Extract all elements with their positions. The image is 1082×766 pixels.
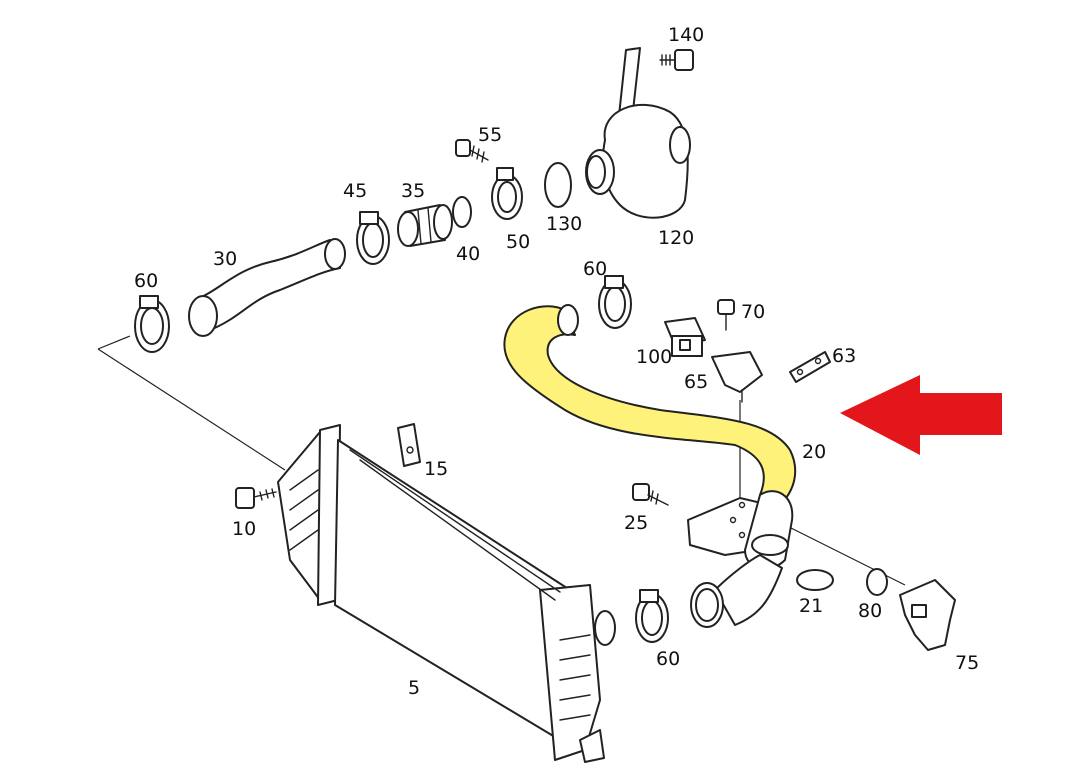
part-20-hose-highlighted: [503, 304, 797, 506]
label-70: 70: [741, 301, 765, 323]
part-35-connector: [397, 204, 453, 247]
label-40: 40: [456, 243, 480, 265]
red-arrow-indicator: [840, 375, 1002, 455]
leader-lines: [97, 335, 906, 586]
part-63-bracket: [789, 351, 831, 383]
label-75: 75: [955, 652, 979, 674]
label-55: 55: [478, 124, 502, 146]
label-63: 63: [832, 345, 856, 367]
label-25: 25: [624, 512, 648, 534]
callout-labels: 140 55 45 35 40 50 130 120 30 60 60 70 1…: [134, 24, 979, 699]
label-120: 120: [658, 227, 694, 249]
part-5-intercooler: [277, 424, 616, 763]
label-80: 80: [858, 600, 882, 622]
part-80-ring: [866, 568, 888, 596]
part-50-clamp: [491, 167, 523, 220]
part-70-bolt: [717, 299, 735, 331]
label-15: 15: [424, 458, 448, 480]
elbow-outlet-pipe: [690, 554, 783, 628]
label-50: 50: [506, 231, 530, 253]
label-65: 65: [684, 371, 708, 393]
label-30: 30: [213, 248, 237, 270]
label-60-upper: 60: [583, 258, 607, 280]
part-75-sensor: [899, 579, 956, 651]
part-40-ring: [452, 196, 472, 228]
part-120-air-box: [585, 47, 691, 219]
label-60-lower: 60: [656, 648, 680, 670]
label-130: 130: [546, 213, 582, 235]
label-10: 10: [232, 518, 256, 540]
label-45: 45: [343, 180, 367, 202]
label-5: 5: [408, 677, 420, 699]
part-10-bolt: [235, 487, 277, 509]
part-100-sensor: [664, 317, 706, 357]
throttle-housing: [687, 490, 794, 570]
part-30-hose: [188, 238, 346, 337]
part-55-bolt: [455, 139, 489, 163]
label-20: 20: [802, 441, 826, 463]
part-140-bolt: [659, 49, 694, 71]
part-65-sensor: [711, 351, 763, 403]
part-25-bolt: [632, 483, 669, 506]
part-60-clamp-lower: [635, 589, 669, 643]
part-21-gasket: [796, 569, 834, 591]
label-140: 140: [668, 24, 704, 46]
label-60-left: 60: [134, 270, 158, 292]
label-21: 21: [799, 595, 823, 617]
part-130-o-ring: [544, 162, 572, 208]
part-15-clip: [397, 423, 421, 467]
part-60-clamp-upper: [598, 275, 632, 329]
part-45-clamp: [356, 211, 390, 265]
label-35: 35: [401, 180, 425, 202]
part-60-clamp-left: [134, 295, 170, 353]
label-100: 100: [636, 346, 672, 368]
